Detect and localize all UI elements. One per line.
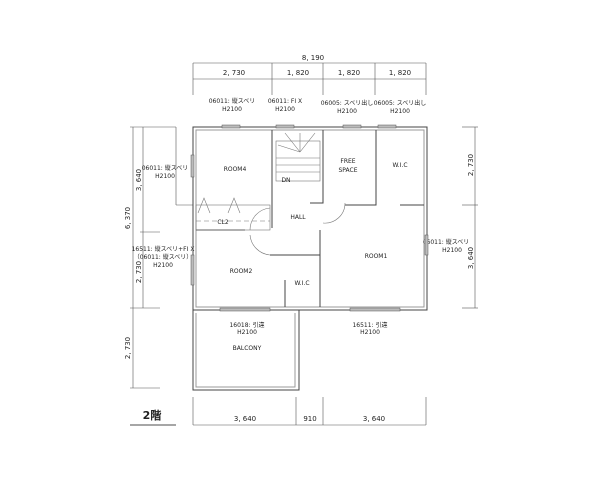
floor-label: 2階 [143, 408, 162, 422]
room-label-balcony: BALCONY [233, 345, 262, 352]
top-dimensions [192, 62, 427, 95]
dim-right-1: 2, 730 [467, 154, 475, 176]
doors [249, 202, 346, 256]
dim-top-1: 2, 730 [223, 69, 245, 77]
window-label: 16511: 引違 [352, 321, 387, 329]
room-label-free-space: FREE [340, 158, 355, 165]
room-label-wic-bottom: W.I.C [294, 280, 309, 287]
right-dimensions [462, 126, 478, 309]
room-label-room1: ROOM1 [365, 253, 388, 260]
window-height: H2100 [360, 329, 380, 336]
window-label: 06005: スベリ出し [321, 99, 374, 107]
dim-top-total: 8, 190 [302, 54, 324, 62]
window-label: 16018: 引違 [229, 321, 264, 329]
left-dimensions [130, 126, 193, 389]
window-label: 16511: 縦スベリ+FI X [132, 245, 195, 253]
room-label-free-space-2: SPACE [338, 167, 357, 174]
window-label: 06011: 縦スベリ [142, 164, 189, 172]
stairs [275, 132, 321, 182]
dim-top-4: 1, 820 [389, 69, 411, 77]
dim-top-3: 1, 820 [338, 69, 360, 77]
window-label: 06011: 縦スベリ [209, 97, 256, 105]
window-height: H2100 [442, 247, 462, 254]
room-label-room2: ROOM2 [230, 268, 253, 275]
window-label: 06005: スベリ出し [374, 99, 427, 107]
window-height: H2100 [222, 106, 242, 113]
room-label-wic-top: W.I.C [392, 162, 407, 169]
window-height: H2100 [337, 108, 357, 115]
windows [190, 124, 429, 312]
window-label: 06011: 縦スベリ [423, 238, 470, 246]
dim-bottom-2: 910 [303, 415, 316, 423]
closet-label: CL2 [217, 219, 229, 226]
room-label-hall: HALL [290, 214, 306, 221]
dim-right-2: 3, 640 [467, 247, 475, 269]
dim-bottom-3: 3, 640 [363, 415, 385, 423]
dim-left-1: 3, 640 [135, 169, 143, 191]
dim-bottom-1: 3, 640 [234, 415, 256, 423]
window-height: H2100 [237, 329, 257, 336]
window-height: H2100 [390, 108, 410, 115]
room-label-room4: ROOM4 [224, 166, 247, 173]
window-height: H2100 [153, 262, 173, 269]
window-label-alt: （06011: 縦スベリ） [134, 253, 193, 261]
dim-top-2: 1, 820 [287, 69, 309, 77]
closet [195, 197, 271, 231]
window-height: H2100 [275, 106, 295, 113]
window-label: 06011: FI X [268, 98, 302, 105]
stairs-dn-label: DN [281, 177, 290, 184]
bottom-dimensions [192, 397, 427, 426]
dim-left-balcony: 2, 730 [124, 337, 132, 359]
dim-left-total: 6, 370 [124, 207, 132, 229]
window-height: H2100 [155, 173, 175, 180]
dim-left-2: 2, 730 [135, 261, 143, 283]
